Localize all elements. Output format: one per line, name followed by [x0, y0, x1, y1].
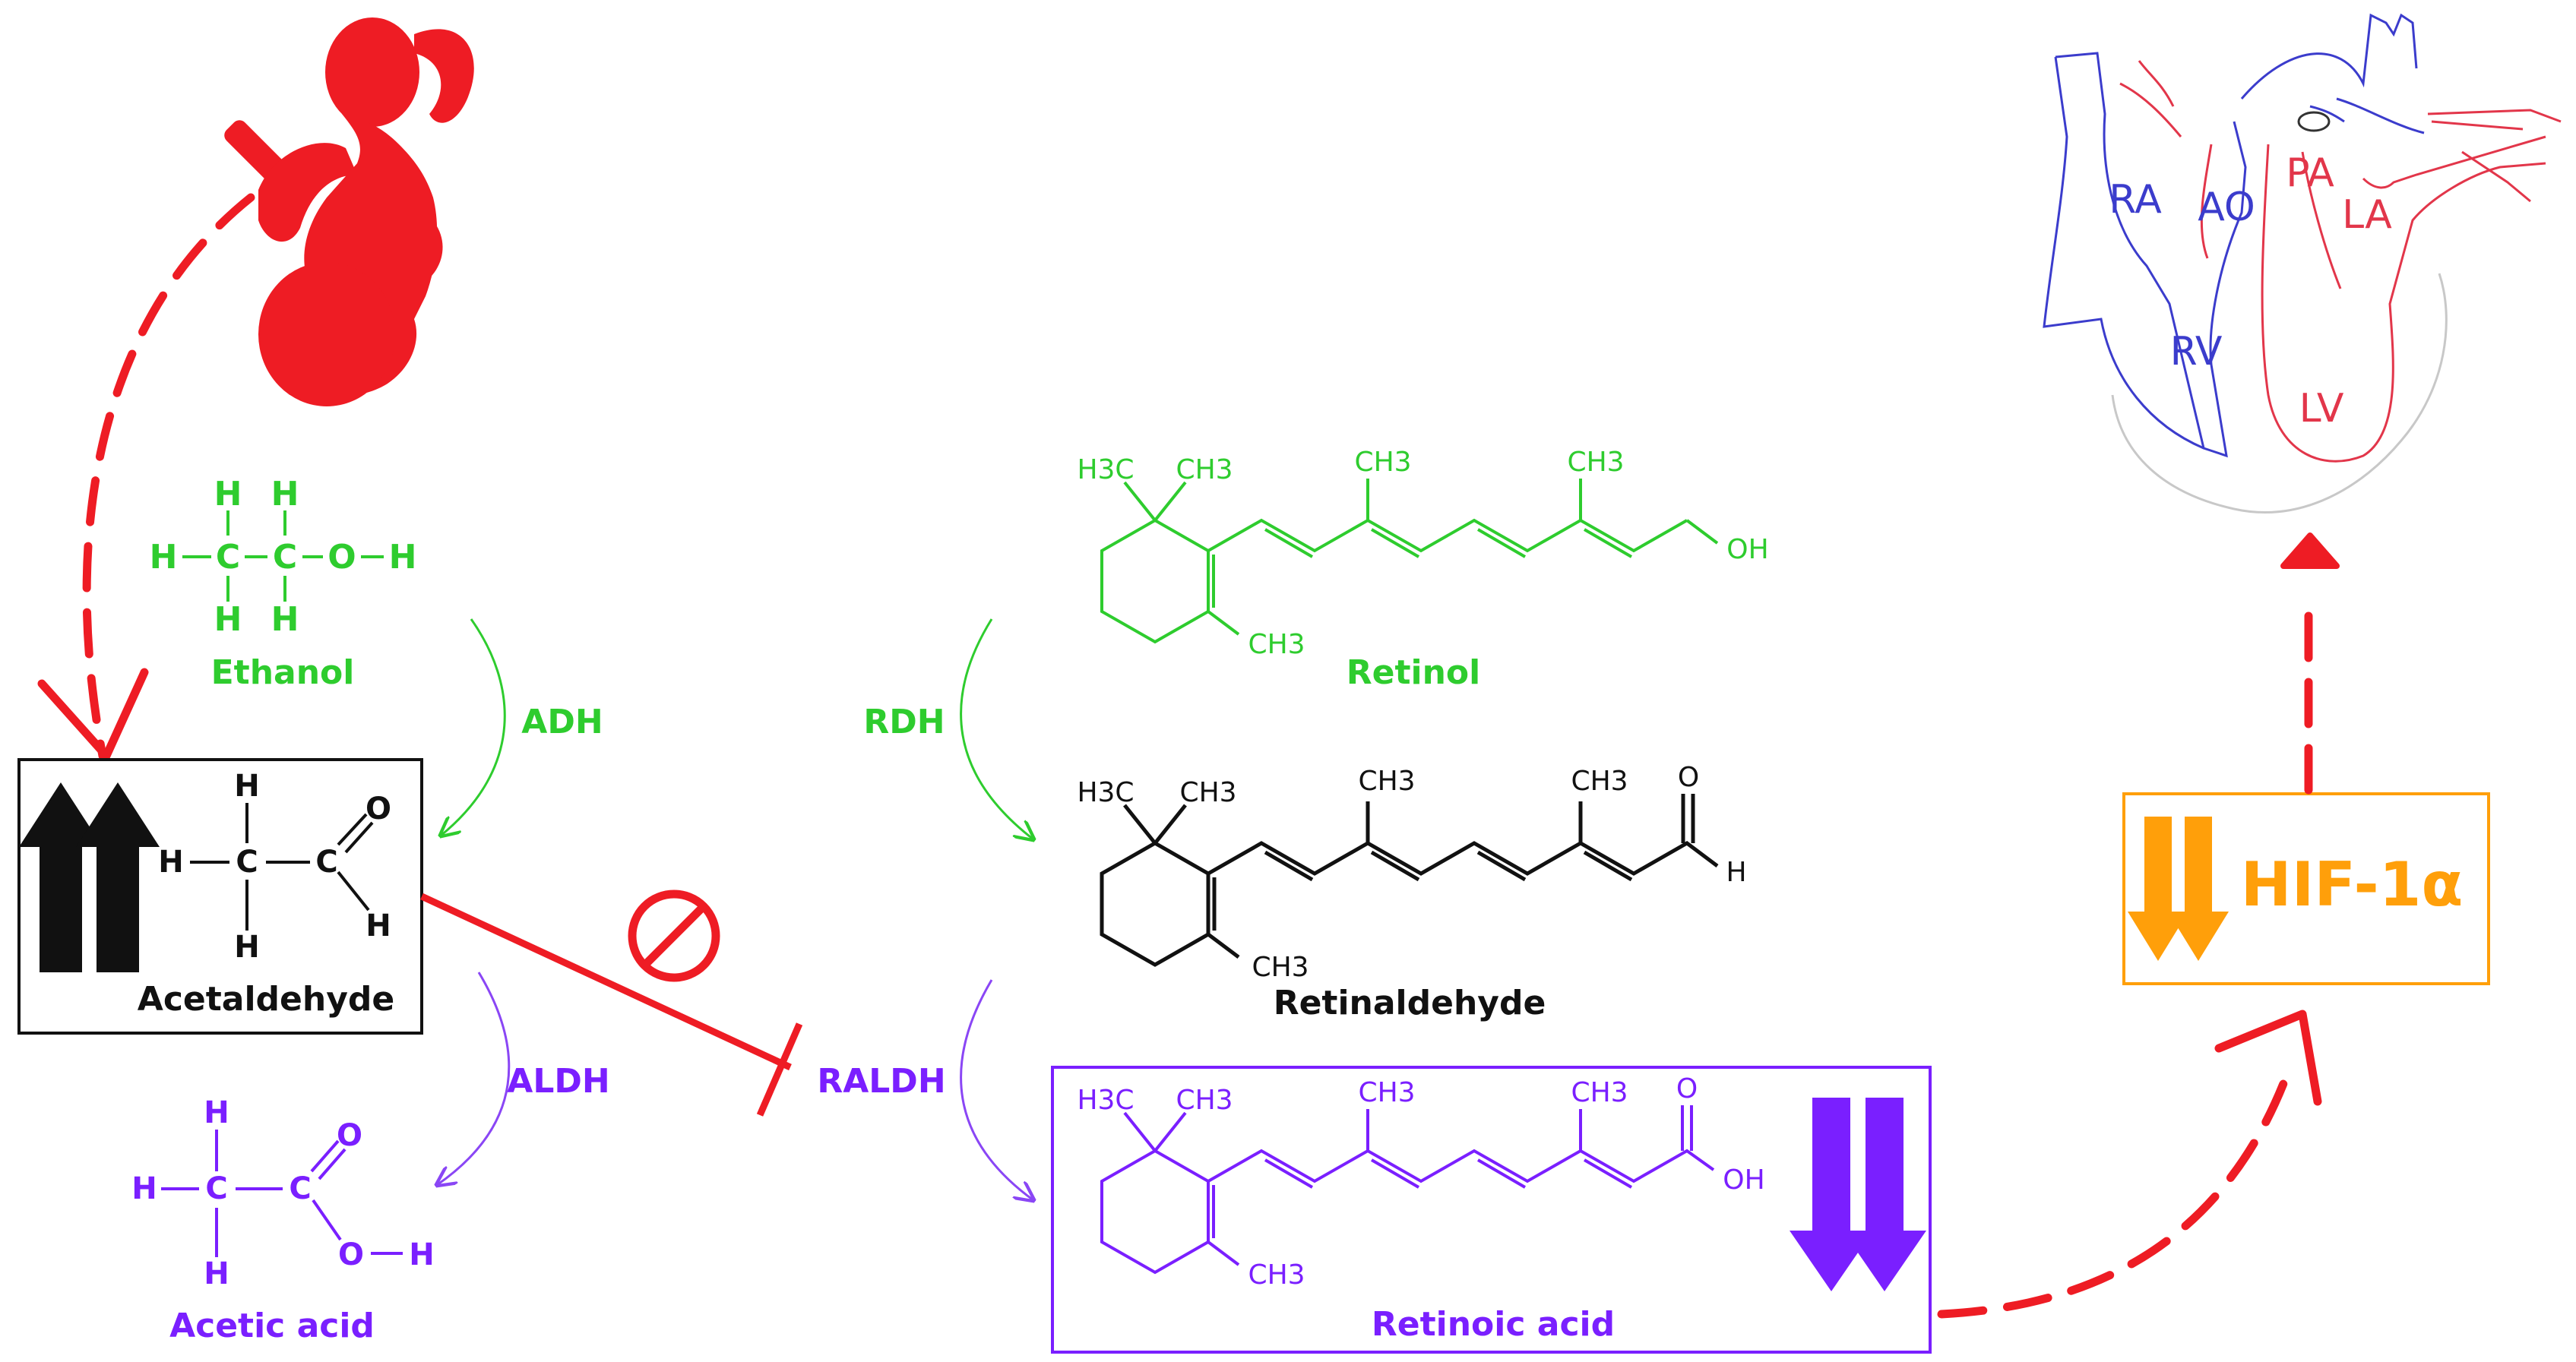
- acetic-acid-structure: H H C C O O H H Acetic acid: [131, 1095, 434, 1345]
- retinoic-acid-label: Retinoic acid: [1372, 1305, 1615, 1344]
- heart-icon: RA AO PA LA RV LV: [2043, 13, 2562, 514]
- double-down-arrow-icon: [1790, 1098, 1926, 1291]
- acetaldehyde-atom-c: C: [315, 845, 337, 880]
- retinoic-acid-box: [1051, 1066, 1932, 1354]
- raldh-label: RALDH: [817, 1062, 945, 1101]
- retinol-label-oh: OH: [1726, 534, 1768, 565]
- retinol-label: Retinol: [1347, 653, 1480, 692]
- retinaldehyde-label-h: H: [1726, 857, 1746, 888]
- acetic-acid-atom-h: H: [131, 1171, 157, 1206]
- adh-arrow: [441, 618, 506, 836]
- pregnant-woman-drinking-icon: [224, 17, 474, 406]
- adh-label: ADH: [521, 703, 603, 741]
- retinaldehyde-label-ch3: CH3: [1358, 766, 1415, 797]
- aldh-arrow: [437, 972, 511, 1185]
- ethanol-atom-o: O: [328, 538, 356, 577]
- retinol-label-h3c: H3C: [1077, 454, 1134, 485]
- retinol-structure: [1100, 479, 1719, 644]
- acetic-acid-atom-o: O: [337, 1118, 362, 1153]
- arrowhead-acetaldehyde: [37, 668, 149, 760]
- rdh-arrow: [960, 618, 1033, 839]
- ethanol-atom-h: H: [389, 538, 417, 577]
- hif-double-down-arrow-icon: [2128, 817, 2229, 961]
- ethanol-atom-h: H: [271, 475, 299, 514]
- ethanol-label: Ethanol: [211, 653, 355, 692]
- acetic-acid-atom-h: H: [204, 1095, 229, 1130]
- rdh-label: RDH: [863, 703, 945, 741]
- retinaldehyde-label-h3c: H3C: [1077, 777, 1134, 808]
- ethanol-atom-h: H: [150, 538, 178, 577]
- acetic-acid-atom-o: O: [338, 1237, 364, 1272]
- ethanol-atom-c: C: [216, 538, 240, 577]
- retinol-label-ch3: CH3: [1567, 447, 1624, 478]
- heart-label-lv: LV: [2299, 386, 2344, 431]
- heart-label-la: LA: [2342, 192, 2392, 238]
- retinaldehyde-label-ch3: CH3: [1571, 766, 1628, 797]
- retinaldehyde-structure: [1100, 794, 1719, 967]
- arrowhead-hif: [2214, 1010, 2322, 1106]
- dashed-arrow-woman-to-acetaldehyde: [82, 193, 255, 760]
- acetic-acid-atom-h: H: [204, 1256, 229, 1291]
- retinaldehyde-label-ch3: CH3: [1252, 952, 1309, 983]
- retinoic-acid-label-ch3: CH3: [1358, 1077, 1415, 1108]
- arrowhead-heart: [2280, 532, 2340, 569]
- acetaldehyde-atom-h: H: [366, 909, 391, 943]
- retinol-label-ch3: CH3: [1354, 447, 1411, 478]
- retinol-label-ch3: CH3: [1248, 629, 1305, 660]
- heart-label-rv: RV: [2170, 329, 2223, 374]
- hif-box: [2122, 792, 2490, 985]
- acetaldehyde-atom-h: H: [158, 845, 183, 880]
- prohibition-icon: [628, 890, 720, 982]
- retinaldehyde-label: Retinaldehyde: [1274, 984, 1546, 1022]
- aldh-label: ALDH: [507, 1062, 609, 1101]
- retinol-label-ch3: CH3: [1176, 454, 1233, 485]
- acetaldehyde-atom-h: H: [234, 930, 259, 965]
- heart-label-pa: PA: [2286, 150, 2334, 196]
- ethanol-atom-h: H: [214, 600, 242, 639]
- retinoic-acid-structure: [1100, 1105, 1715, 1275]
- acetic-acid-atom-c: C: [289, 1171, 311, 1206]
- double-up-arrow-icon: [19, 782, 160, 972]
- acetaldehyde-atom-h: H: [234, 769, 259, 804]
- heart-label-ra: RA: [2109, 177, 2162, 223]
- inhibition-bar: [756, 1022, 803, 1117]
- ethanol-atom-h: H: [271, 600, 299, 639]
- retinaldehyde-label-ch3: CH3: [1179, 777, 1236, 808]
- acetaldehyde-atom-c: C: [236, 845, 258, 880]
- retinoic-acid-label-ch3: CH3: [1571, 1077, 1628, 1108]
- retinaldehyde-label-o: O: [1678, 762, 1699, 793]
- ethanol-structure: H H H C C O H H H Ethanol: [150, 475, 417, 692]
- acetaldehyde-structure: H H C C O H H Acetaldehyde: [138, 769, 394, 1019]
- acetaldehyde-atom-o: O: [366, 792, 391, 826]
- retinoic-acid-label-o: O: [1676, 1073, 1698, 1104]
- dashed-arrow-retinoic-to-hif: [1937, 1059, 2296, 1319]
- retinoic-acid-label-ch3: CH3: [1248, 1259, 1305, 1291]
- ethanol-atom-c: C: [273, 538, 297, 577]
- acetic-acid-atom-c: C: [205, 1171, 227, 1206]
- acetic-acid-atom-h: H: [409, 1237, 434, 1272]
- acetic-acid-label: Acetic acid: [169, 1307, 375, 1345]
- hif-label: HIF-1α: [2241, 849, 2464, 920]
- retinoic-acid-label-ch3: CH3: [1176, 1085, 1233, 1116]
- ethanol-atom-h: H: [214, 475, 242, 514]
- retinoic-acid-label-oh: OH: [1723, 1164, 1764, 1196]
- inhibition-line: [420, 893, 792, 1071]
- acetaldehyde-label: Acetaldehyde: [138, 980, 394, 1019]
- raldh-arrow: [960, 979, 1033, 1200]
- retinoic-acid-label-h3c: H3C: [1077, 1085, 1134, 1116]
- heart-label-ao: AO: [2198, 185, 2255, 230]
